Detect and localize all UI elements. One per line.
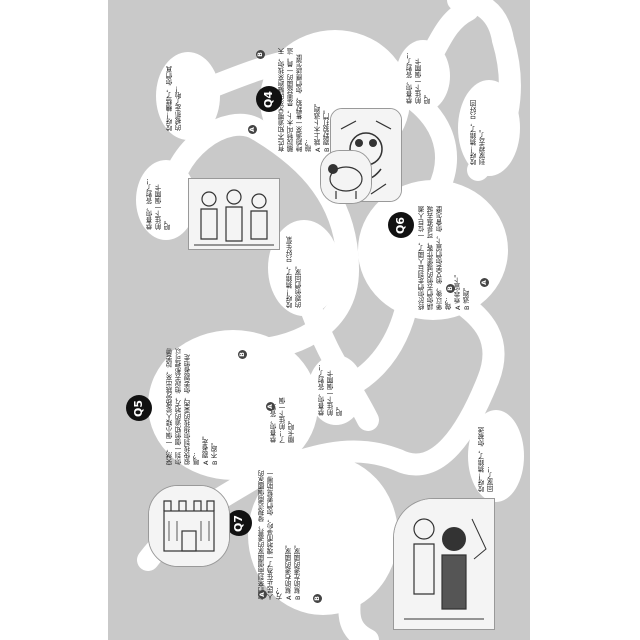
- crowd-sketch: [189, 179, 279, 249]
- result-node-2: [136, 160, 196, 240]
- q4-badge-label: Q4: [262, 90, 276, 108]
- result-text-4: 恭喜你，答對了！前往下一個關卡吧。: [318, 364, 344, 416]
- q7-option-b-marker: B: [313, 594, 322, 603]
- q6-text: 終於你們走到巨人國了，一位巨人邀請你們去他的城堡作客，可是進去城堡以後，他又要你…: [418, 206, 471, 310]
- q6-node: [358, 180, 508, 320]
- kids-illustration: [393, 498, 495, 630]
- q6-option-b-label: B: [446, 286, 454, 291]
- q5-option-b-marker: B: [238, 350, 247, 359]
- result-text-3: 哎呀！猜錯了，只好生氣的跟他們回家。: [286, 236, 303, 309]
- q5-option-a-marker: A: [266, 402, 275, 411]
- q4-option-b-label: B: [256, 52, 264, 57]
- sheep-illustration: [320, 150, 372, 204]
- q7-option-a-marker: A: [258, 590, 267, 599]
- q7-option-b-label: B: [313, 596, 321, 601]
- q5-option-b-label: B: [238, 352, 246, 357]
- q6-option-a-label: A: [481, 280, 488, 285]
- result-text-7: 恭喜你，答對了！前往下一個關卡吧。: [406, 52, 432, 104]
- result-text-2: 恭喜你，答對了！前往下一個關卡吧。: [146, 178, 172, 230]
- result-node-1: [156, 52, 220, 140]
- result-text-5: 恭喜你，答對了！前往下一個關卡吧。: [270, 397, 296, 444]
- kids-sketch: [394, 499, 494, 629]
- castle-illustration: [148, 485, 230, 567]
- q7-badge: Q7: [226, 510, 252, 536]
- result-node-6: [468, 410, 524, 502]
- q7-text: 你們來到兩個國家的邊界，發現這兩個國家的人民正在為了一塊地而爭吵，你們要幫助哪一…: [258, 470, 302, 600]
- q5-badge: Q5: [126, 395, 152, 421]
- q5-option-a-label: A: [267, 404, 274, 409]
- castle-sketch: [149, 486, 229, 566]
- q5-badge-label: Q5: [132, 399, 146, 417]
- q5-text: 突然，一個小矮人從路旁跳出來，說要帶你到一個他知道的地方，他說去那裡可以很快找到…: [166, 348, 219, 465]
- result-node-8: [458, 80, 520, 176]
- q7-option-a-label: A: [259, 592, 266, 597]
- result-node-4: [308, 355, 364, 425]
- q6-option-b-marker: B: [446, 284, 455, 293]
- maze-panel: 有匹不知道哪兒來的驢跑來找你，天鵝說牠叫木卜，是奧茲國的一員。這時跑過來一隻野狼…: [108, 0, 530, 640]
- q7-node: [248, 455, 398, 615]
- q7-badge-label: Q7: [232, 514, 246, 532]
- q6-badge: Q6: [388, 212, 414, 238]
- q4-option-a-label: A: [249, 127, 256, 132]
- result-text-8: 哎呀！猜錯了，只好回到家裡去了。: [470, 100, 487, 165]
- q6-badge-label: Q6: [394, 216, 408, 234]
- q4-option-b-marker: B: [256, 50, 265, 59]
- q6-option-a-marker: A: [480, 278, 489, 287]
- result-text-6: 哎呀！猜錯了，你被送回家了！: [478, 427, 495, 492]
- crowd-illustration: [188, 178, 280, 250]
- sheep-sketch: [321, 151, 371, 203]
- result-node-5: [262, 385, 310, 449]
- result-node-7: [396, 40, 450, 112]
- q4-badge: Q4: [256, 86, 282, 112]
- q4-option-a-marker: A: [248, 125, 257, 134]
- result-text-1: 哎呀！糟糕了，你們真的被抓走了啦！: [166, 66, 183, 131]
- result-node-3: [268, 220, 340, 316]
